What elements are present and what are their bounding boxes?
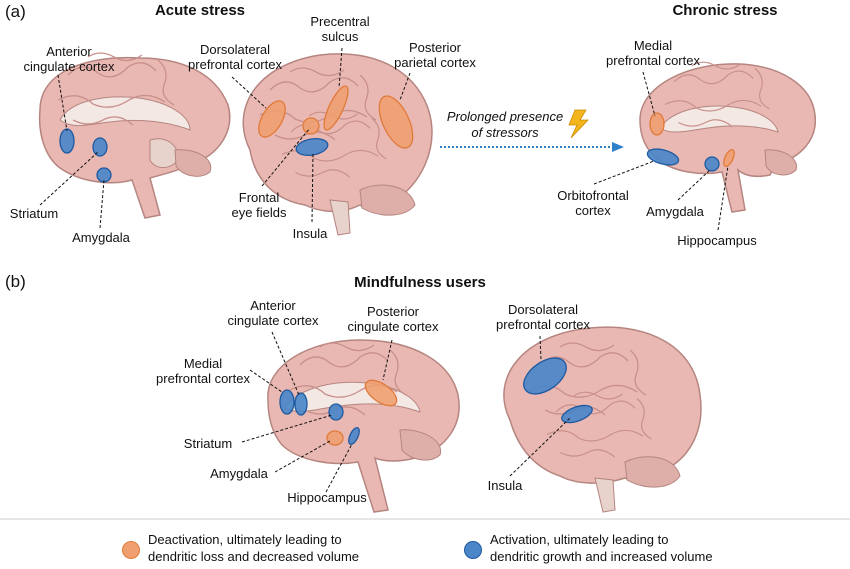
label-insula-mindful: Insula — [487, 478, 523, 493]
cerebellum — [399, 429, 442, 461]
region-ofc-chronic — [646, 148, 680, 166]
region-mpfc-chronic — [649, 112, 665, 136]
brain-chronic-medial — [639, 61, 816, 213]
region-acc-mindful — [294, 392, 308, 416]
label-amygdala-acute: Amygdala — [72, 230, 130, 245]
region-amygdala-chronic — [704, 156, 720, 172]
title-acute: Acute stress — [154, 2, 246, 19]
leader-striatum-acute — [39, 151, 99, 206]
leader-acc-mindful — [271, 331, 300, 396]
leader-hippocampus-mindful — [325, 443, 353, 493]
cerebellum — [359, 184, 416, 216]
brainstem — [594, 477, 616, 513]
leader-amygdala-chronic — [677, 169, 711, 201]
region-fef-acute — [302, 117, 320, 135]
leader-insula-acute — [311, 152, 314, 223]
leader-hippocampus-chronic — [717, 165, 729, 231]
leader-lines — [39, 47, 729, 493]
region-precentral-acute — [323, 85, 349, 131]
leader-dlpfc-mindful — [539, 335, 542, 361]
label-amygdala-mindful: Amygdala — [210, 466, 268, 481]
legend-swatch-deactivation — [122, 541, 140, 559]
brain-acute-lateral — [242, 53, 433, 236]
arrow-caption: Prolonged presence of stressors — [440, 109, 570, 141]
leader-ofc-chronic — [593, 160, 655, 185]
leader-mpfc-chronic — [642, 71, 656, 117]
label-hippocampus-chronic: Hippocampus — [677, 233, 757, 248]
region-dlpfc-mindful — [523, 357, 567, 395]
label-amygdala-chronic: Amygdala — [646, 204, 704, 219]
title-chronic: Chronic stress — [672, 2, 778, 19]
region-pcc-mindful — [364, 379, 398, 407]
brain-outline — [242, 53, 433, 213]
arrow-caption-line2: of stressors — [471, 125, 539, 140]
leader-dlpfc-acute — [231, 76, 267, 109]
brain-acute-medial — [38, 52, 231, 219]
legend-text-deactivation: Deactivation, ultimately leading to dend… — [148, 532, 360, 564]
legend-text-activation: Activation, ultimately leading to dendri… — [490, 532, 713, 564]
cerebellum — [174, 149, 212, 177]
region-amygdala-acute — [96, 167, 112, 183]
arrow-caption-line1: Prolonged presence — [446, 109, 564, 124]
stress-arrow — [440, 109, 624, 152]
label-insula-acute: Insula — [292, 226, 328, 241]
leader-amygdala-mindful — [274, 440, 331, 473]
region-ppc-acute — [378, 95, 414, 149]
region-acc-acute — [59, 128, 75, 154]
region-dlpfc-acute — [258, 100, 286, 138]
title-mindfulness: Mindfulness users — [354, 274, 486, 291]
lightning-bolt-icon — [568, 109, 589, 139]
leader-striatum-mindful — [241, 414, 333, 443]
leader-precentral-acute — [338, 47, 343, 89]
region-hippocampus-mindful — [348, 427, 360, 445]
label-hippocampus-mindful: Hippocampus — [287, 490, 367, 505]
leader-insula-mindful — [509, 417, 571, 477]
leader-pcc-mindful — [382, 339, 393, 381]
leader-amygdala-acute — [99, 179, 105, 229]
panel-label-b: (b) — [5, 272, 26, 291]
arrow-head — [612, 142, 624, 152]
cerebellum — [764, 149, 798, 176]
brainstem — [329, 199, 351, 236]
region-striatum-mindful — [328, 403, 344, 421]
label-striatum-mindful: Striatum — [183, 436, 233, 451]
leader-fef-acute — [261, 127, 311, 187]
region-hippocampus-chronic — [723, 149, 735, 167]
cerebellum — [624, 456, 681, 488]
region-mpfc-mindful — [279, 389, 295, 415]
region-striatum-acute — [92, 137, 108, 157]
legend-swatch-activation — [464, 541, 482, 559]
corpus-callosum — [59, 96, 191, 131]
leader-acc-acute — [57, 74, 68, 132]
region-markers — [59, 85, 735, 446]
panel-label-a: (a) — [5, 2, 26, 21]
brain-outline — [639, 63, 816, 213]
brain-mindfulness-lateral — [503, 326, 702, 513]
region-amygdala-mindful — [326, 430, 344, 446]
label-striatum-acute: Striatum — [9, 206, 59, 221]
leader-mpfc-mindful — [249, 369, 283, 393]
